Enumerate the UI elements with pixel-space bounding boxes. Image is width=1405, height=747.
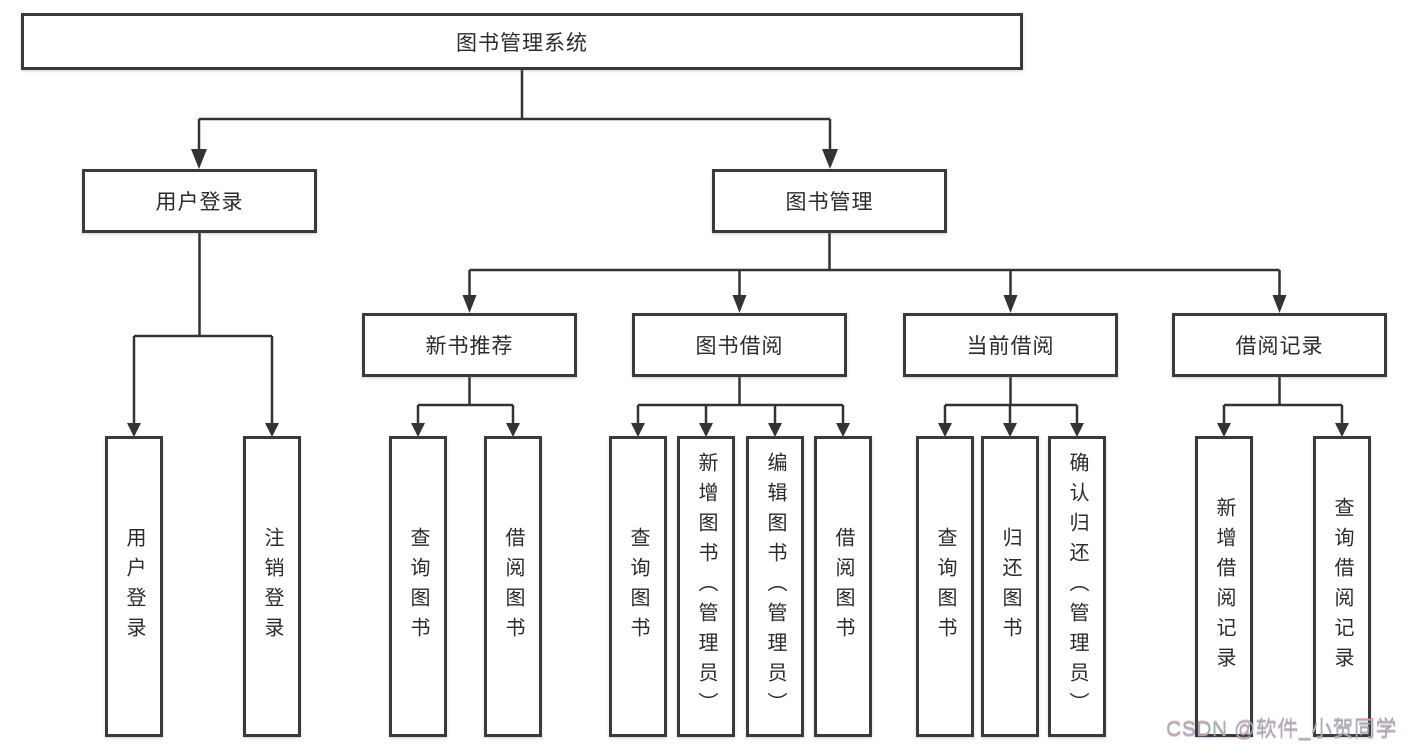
node-leaf-return-books: 归还图书 [981,436,1039,737]
node-label: 当前借阅 [966,335,1055,358]
node-current-borrowing: 当前借阅 [903,313,1118,377]
node-leaf-logout: 注销登录 [243,436,301,737]
node-label: 新增图书（管理员） [695,451,717,722]
node-leaf-edit-books-admin: 编辑图书（管理员） [746,436,804,737]
node-label: 借阅图书 [502,526,524,647]
node-book-management: 图书管理 [712,169,947,233]
node-leaf-query-books-current: 查询图书 [916,436,974,737]
node-leaf-add-books-admin: 新增图书（管理员） [677,436,735,737]
node-label: 查询图书 [407,526,429,647]
node-leaf-query-borrow-record: 查询借阅记录 [1313,436,1371,737]
node-label: 编辑图书（管理员） [764,451,786,722]
node-leaf-borrow-books: 借阅图书 [814,436,872,737]
node-book-borrowing: 图书借阅 [632,313,847,377]
csdn-watermark: CSDN @软件_小贺同学 [1166,718,1397,741]
node-new-book-recommendation: 新书推荐 [362,313,577,377]
node-label: 图书管理 [785,191,874,214]
node-label: 图书借阅 [695,335,784,358]
node-leaf-query-books-recommend: 查询图书 [389,436,447,737]
node-library-system: 图书管理系统 [21,13,1023,70]
node-label: 归还图书 [999,526,1021,647]
node-leaf-add-borrow-record: 新增借阅记录 [1195,436,1253,737]
node-label: 借阅图书 [832,526,854,647]
node-label: 借阅记录 [1235,335,1324,358]
node-leaf-user-login: 用户登录 [105,436,163,737]
node-label: 用户登录 [123,526,145,647]
node-borrowing-records: 借阅记录 [1172,313,1387,377]
node-label: 新增借阅记录 [1213,496,1235,677]
node-label: 查询图书 [627,526,649,647]
node-leaf-borrow-books-recommend: 借阅图书 [484,436,542,737]
node-label: 查询借阅记录 [1331,496,1353,677]
node-label: 用户登录 [155,191,244,214]
node-label: 注销登录 [261,526,283,647]
node-user-login: 用户登录 [82,169,317,233]
node-label: 确认归还（管理员） [1066,451,1088,722]
node-leaf-confirm-return-admin: 确认归还（管理员） [1048,436,1106,737]
node-label: 查询图书 [934,526,956,647]
node-leaf-query-books-borrowing: 查询图书 [609,436,667,737]
node-label: 新书推荐 [425,335,514,358]
node-label: 图书管理系统 [456,31,588,55]
